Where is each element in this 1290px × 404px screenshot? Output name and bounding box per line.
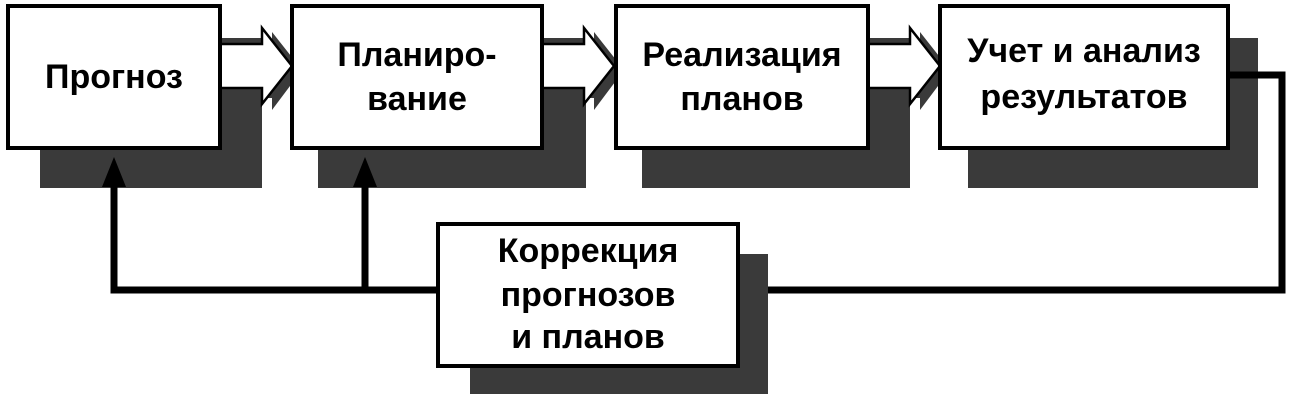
implementation-label-line-2: планов [680, 80, 803, 118]
planning-label-line-1: Планиро- [337, 36, 496, 74]
correction-label-line-2: прогнозов [501, 276, 676, 314]
planning-block: Планиро- вание [290, 4, 544, 150]
block-arrow-implementation-to-accounting [862, 24, 950, 110]
accounting-block: Учет и анализ результатов [938, 4, 1230, 150]
forecast-block: Прогноз [6, 4, 222, 150]
accounting-label-line-1: Учет и анализ [967, 32, 1201, 70]
implementation-block: Реализация планов [614, 4, 870, 150]
arrowhead-up-to-planning [353, 157, 377, 187]
planning-label-line-2: вание [367, 80, 467, 118]
block-arrow-forecast-to-planning [214, 24, 302, 110]
correction-label-line-3: и планов [511, 318, 665, 356]
correction-label-line-1: Коррекция [498, 232, 679, 270]
feedback-line-to-forecast [110, 184, 438, 294]
arrowhead-up-to-forecast [102, 157, 126, 187]
accounting-label-line-2: результатов [980, 78, 1187, 116]
forecast-label-line-1: Прогноз [45, 58, 183, 96]
correction-block: Коррекция прогнозов и планов [436, 222, 740, 368]
implementation-label-line-1: Реализация [642, 36, 841, 74]
feedback-line-from-accounting [768, 71, 1286, 294]
block-arrow-planning-to-implementation [536, 24, 624, 110]
